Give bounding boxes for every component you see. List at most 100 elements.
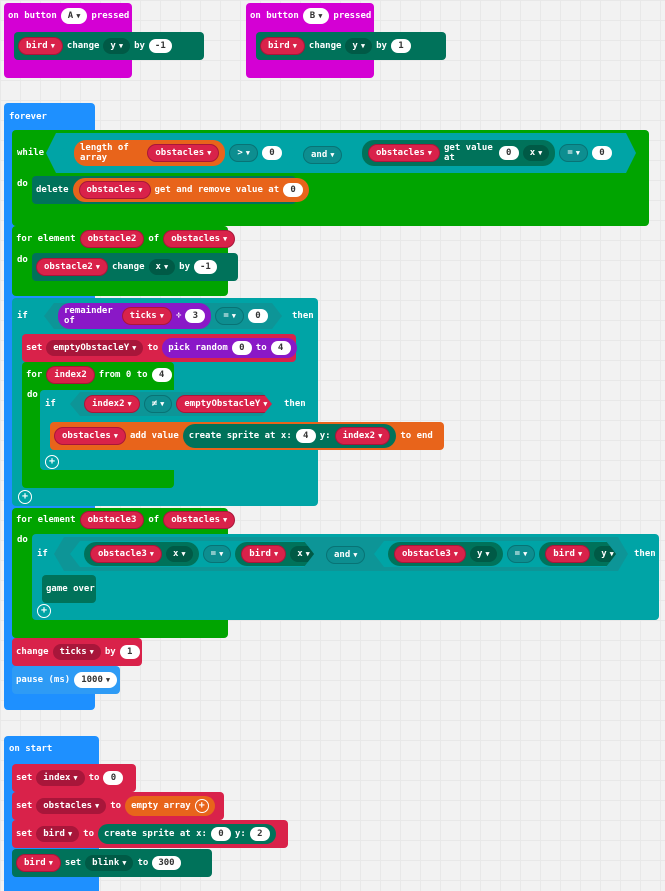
button-a-dropdown[interactable]: A▼ [60, 8, 88, 24]
bird-var-dropdown[interactable]: bird▼ [36, 826, 80, 842]
add-value-block[interactable]: obstacles▼ add value create sprite at x:… [50, 422, 444, 450]
value-input[interactable]: 1 [119, 645, 140, 659]
y-equality-condition[interactable]: obstacle3▼ y▼ =▼ bird▼ y▼ [374, 541, 616, 567]
blink-value-input[interactable]: 300 [152, 856, 181, 870]
eq-operator-dropdown[interactable]: =▼ [203, 545, 232, 563]
get-value-compare-condition[interactable]: obstacles▼ get value at 0 x▼ =▼ 0 [348, 136, 626, 170]
and-operator-dropdown[interactable]: and▼ [326, 546, 366, 564]
obstacles-var-dropdown[interactable]: obstacles▼ [163, 511, 236, 529]
zero-input[interactable]: 0 [248, 309, 268, 323]
game-over-block[interactable]: game over [42, 575, 96, 603]
index-var-dropdown[interactable]: index▼ [36, 770, 85, 786]
index2-neq-condition[interactable]: index2▼ ≠▼ emptyObstacleY▼ [70, 392, 272, 416]
get-and-remove-block[interactable]: obstacles▼ get and remove value at 0 [72, 178, 310, 202]
zero-input[interactable]: 0 [592, 146, 612, 160]
change-label: change [112, 262, 145, 272]
pick-random-block[interactable]: pick random 0 to 4 [162, 338, 297, 358]
remainder-of-block[interactable]: remainder of ticks▼ ÷ 3 [58, 303, 211, 329]
set-blink-block[interactable]: bird▼ set blink▼ to 300 [12, 849, 212, 877]
pause-duration-dropdown[interactable]: 1000▼ [74, 672, 118, 688]
set-obstacles-block[interactable]: set obstacles▼ to empty array + [12, 792, 224, 820]
ticks-var-dropdown[interactable]: ticks▼ [52, 644, 101, 660]
prop-x-dropdown[interactable]: x▼ [166, 546, 193, 562]
sprite-y-input[interactable]: 2 [249, 827, 270, 841]
index2-var-dropdown[interactable]: index2▼ [334, 427, 391, 445]
set-index-block[interactable]: set index▼ to 0 [12, 764, 136, 792]
emptyObstacleY-var-dropdown[interactable]: emptyObstacleY▼ [46, 340, 144, 356]
eq-operator-dropdown[interactable]: =▼ [559, 144, 588, 162]
ticks-var-dropdown[interactable]: ticks▼ [122, 307, 172, 325]
obstacle2-var-dropdown[interactable]: obstacle2▼ [36, 258, 108, 276]
index2-var-dropdown[interactable]: index2▼ [84, 395, 140, 413]
button-b-dropdown[interactable]: B▼ [302, 8, 330, 24]
obstacles-var-dropdown[interactable]: obstacles▼ [36, 798, 107, 814]
index2-var-dropdown[interactable]: index2 [46, 366, 95, 384]
create-sprite-block[interactable]: create sprite at x: 0 y: 2 [98, 824, 276, 844]
get-value-at-block[interactable]: obstacles▼ get value at 0 x▼ [362, 140, 555, 166]
value-input[interactable]: -1 [148, 39, 172, 53]
prop-y-dropdown[interactable]: y▼ [345, 38, 373, 54]
length-of-array-block[interactable]: length of array obstacles▼ [74, 140, 225, 166]
obstacle3-var-dropdown[interactable]: obstacle3▼ [394, 545, 466, 563]
change-bird-y-block-a[interactable]: bird▼ change y▼ by -1 [14, 32, 204, 60]
neq-operator-dropdown[interactable]: ≠▼ [144, 395, 173, 413]
add-else-plus-icon[interactable]: + [37, 604, 51, 618]
change-obstacle2-x-block[interactable]: obstacle2▼ change x▼ by -1 [32, 253, 238, 281]
prop-x-dropdown[interactable]: x▼ [523, 145, 550, 161]
random-min-input[interactable]: 0 [231, 341, 252, 355]
delete-block[interactable]: delete obstacles▼ get and remove value a… [32, 176, 310, 204]
obstacles-var-dropdown[interactable]: obstacles▼ [163, 230, 236, 248]
obstacle2-var-dropdown[interactable]: obstacle2 [79, 230, 145, 248]
sprite-x-input[interactable]: 0 [210, 827, 231, 841]
sprite-x-input[interactable]: 4 [295, 429, 316, 443]
bird-var-dropdown[interactable]: bird▼ [545, 545, 590, 563]
pause-block[interactable]: pause (ms) 1000▼ [12, 666, 120, 694]
eq-operator-dropdown[interactable]: =▼ [215, 307, 244, 325]
zero-input[interactable]: 0 [262, 146, 282, 160]
obstacle3-var-dropdown[interactable]: obstacle3▼ [90, 545, 162, 563]
set-emptyObstacleY-block[interactable]: set emptyObstacleY▼ to pick random 0 to … [22, 334, 297, 362]
bird-var-dropdown[interactable]: bird▼ [260, 37, 305, 55]
bird-var-dropdown[interactable]: bird▼ [16, 854, 61, 872]
value-input[interactable]: -1 [194, 260, 217, 274]
prop-x-dropdown[interactable]: x▼ [148, 259, 176, 275]
bird-var-dropdown[interactable]: bird▼ [18, 37, 63, 55]
value-input[interactable]: 0 [103, 771, 124, 785]
prop-y-dropdown[interactable]: y▼ [470, 546, 497, 562]
random-max-input[interactable]: 4 [270, 341, 291, 355]
obstacle3-x-block[interactable]: obstacle3▼ x▼ [84, 542, 199, 566]
change-bird-y-block-b[interactable]: bird▼ change y▼ by 1 [256, 32, 446, 60]
value-input[interactable]: 1 [390, 39, 411, 53]
x-equality-condition[interactable]: obstacle3▼ x▼ =▼ bird▼ x▼ [70, 541, 314, 567]
add-else-plus-icon[interactable]: + [45, 455, 59, 469]
eq-operator-dropdown[interactable]: =▼ [507, 545, 536, 563]
create-sprite-block[interactable]: create sprite at x: 4 y: index2▼ [182, 424, 397, 448]
empty-array-block[interactable]: empty array + [125, 796, 215, 816]
obstacle3-var-dropdown[interactable]: obstacle3 [79, 511, 145, 529]
gt-operator-dropdown[interactable]: >▼ [229, 144, 258, 162]
bird-var-dropdown[interactable]: bird▼ [241, 545, 286, 563]
divisor-input[interactable]: 3 [185, 309, 205, 323]
set-bird-block[interactable]: set bird▼ to create sprite at x: 0 y: 2 [12, 820, 288, 848]
change-ticks-block[interactable]: change ticks▼ by 1 [12, 638, 142, 666]
obstacle3-y-block[interactable]: obstacle3▼ y▼ [388, 542, 503, 566]
index-zero-input[interactable]: 0 [283, 183, 304, 197]
add-item-plus-icon[interactable]: + [194, 799, 209, 813]
emptyObstacleY-var-dropdown[interactable]: emptyObstacleY▼ [176, 395, 275, 413]
index-zero-input[interactable]: 0 [499, 146, 519, 160]
blink-prop-dropdown[interactable]: blink▼ [85, 855, 134, 871]
obstacles-var-dropdown[interactable]: obstacles▼ [368, 144, 440, 162]
y-colon-label: y: [319, 431, 331, 441]
obstacles-var-dropdown[interactable]: obstacles▼ [147, 144, 219, 162]
loop-max-input[interactable]: 4 [151, 368, 172, 382]
remainder-compare-condition[interactable]: remainder of ticks▼ ÷ 3 =▼ 0 [44, 303, 282, 329]
obstacles-var-dropdown[interactable]: obstacles▼ [78, 181, 151, 199]
length-compare-condition[interactable]: length of array obstacles▼ >▼ 0 [60, 139, 296, 167]
prop-x-dropdown[interactable]: x▼ [290, 546, 317, 562]
obstacles-var-dropdown[interactable]: obstacles▼ [54, 427, 126, 445]
add-else-plus-icon[interactable]: + [18, 490, 32, 504]
and-operator-dropdown[interactable]: and▼ [303, 146, 343, 164]
chevron-down-icon: ▼ [67, 830, 73, 838]
prop-y-dropdown[interactable]: y▼ [103, 38, 131, 54]
set-label: set [16, 801, 33, 811]
